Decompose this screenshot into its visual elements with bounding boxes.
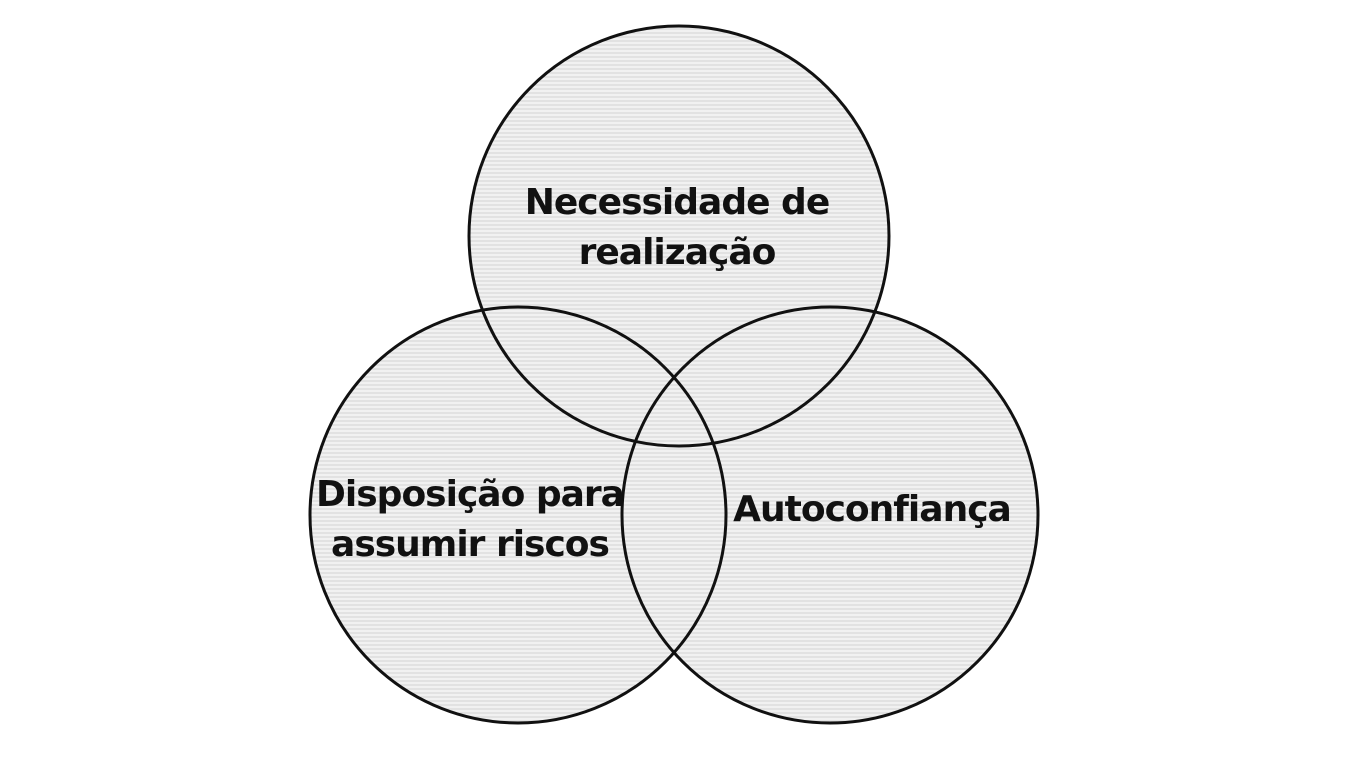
circle-top [467,24,891,448]
circle-fills [310,26,1038,723]
label-left-line-2: assumir riscos [331,524,609,565]
circle-right [620,305,1040,725]
circle-right-fill [622,307,1038,723]
circle-left [308,305,728,725]
label-right: Autoconfiança [733,489,1011,530]
label-top-line-2: realização [579,232,776,273]
circle-outlines [308,24,1040,725]
label-top-line-1: Necessidade de [525,182,829,223]
label-left-line-1: Disposição para [316,474,624,515]
circle-left-fill [310,307,726,723]
